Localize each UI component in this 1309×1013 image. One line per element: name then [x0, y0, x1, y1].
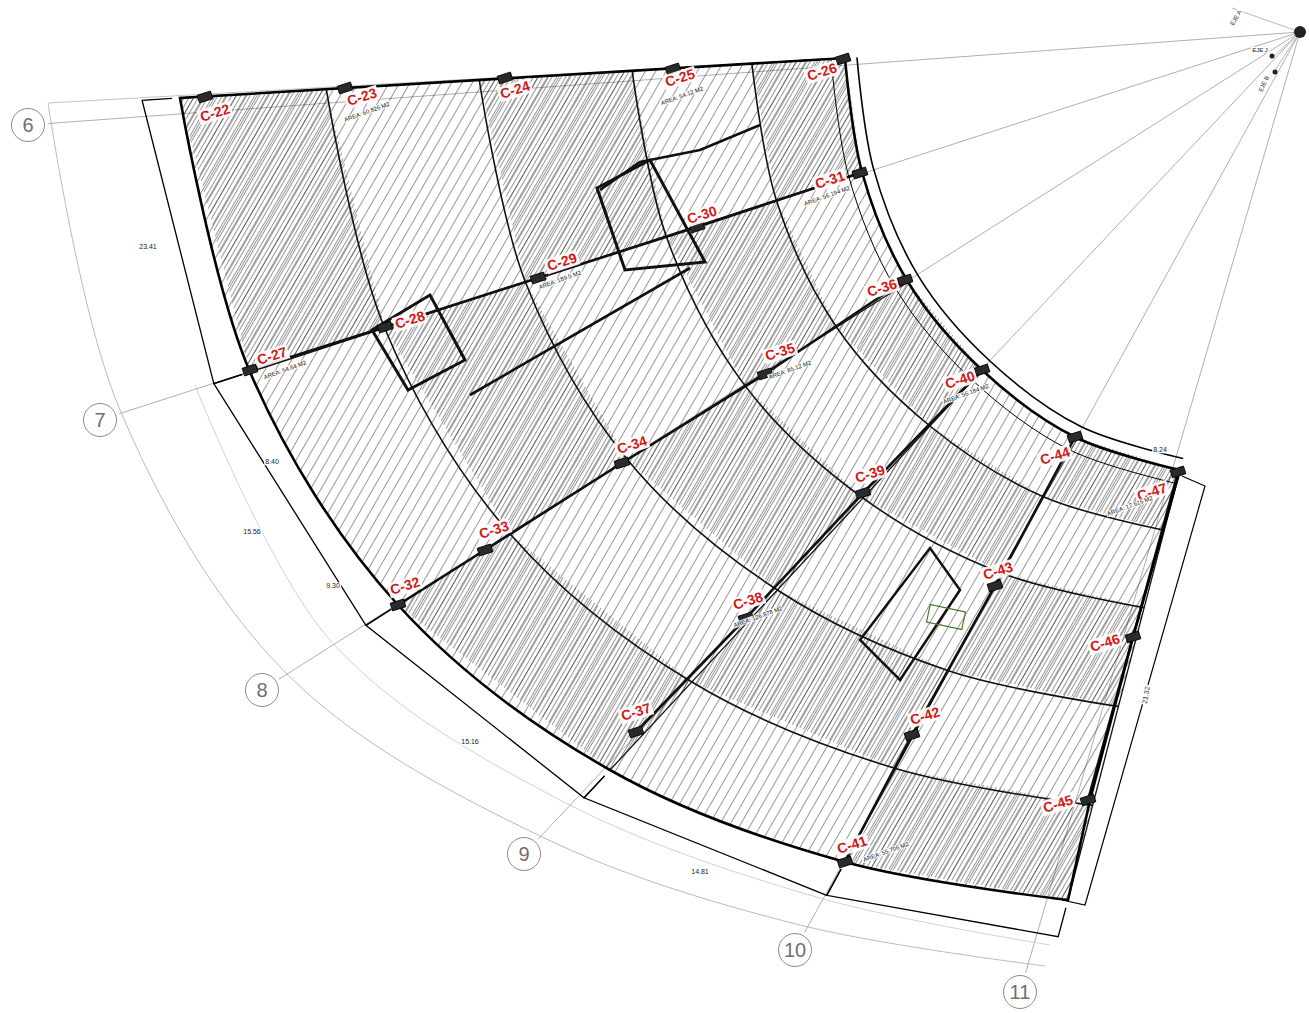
axis-point: [1270, 54, 1275, 59]
axis-bubble: 10: [778, 933, 812, 967]
dimension-label: 23.41: [138, 243, 158, 250]
axis-lines: [48, 8, 1300, 973]
dense-hatch: [837, 282, 982, 426]
beam-arcs: [326, 64, 1164, 806]
dimension-bracket: [142, 98, 242, 383]
dimension-label: 21.32: [1141, 685, 1152, 706]
axis-bubble: 11: [1003, 975, 1037, 1009]
column-symbol: [852, 167, 868, 179]
dense-hatch: [863, 426, 1043, 573]
dimension-label: 8.40: [264, 458, 280, 465]
dimension-bracket: [1062, 476, 1205, 905]
column-symbol: [628, 726, 644, 738]
slab-hatch: [180, 58, 1180, 900]
dimension-bracket: [584, 776, 841, 895]
axis-number: 10: [784, 940, 806, 960]
beam: [845, 437, 1075, 862]
column-symbol: [390, 599, 406, 611]
dimension-bracket: [214, 374, 391, 625]
axis-name: EJE A: [1229, 8, 1244, 27]
column-symbol: [497, 72, 513, 84]
dense-hatch-cells: [180, 58, 1180, 900]
dense-hatch: [845, 769, 1093, 901]
beam: [636, 370, 982, 732]
axis-bubble: 8: [245, 673, 279, 707]
beam-radial: [845, 437, 1075, 862]
beam: [398, 280, 905, 605]
axis-point: [1273, 70, 1278, 75]
axis-name: EJE J: [1251, 47, 1269, 53]
dimension-brackets: [142, 98, 1205, 936]
dimension-label: 14.81: [690, 868, 710, 875]
axis-bubble: 6: [11, 108, 45, 142]
dense-hatch: [479, 71, 666, 282]
facade-line: [857, 57, 1183, 458]
dense-hatch: [666, 200, 836, 385]
beam: [250, 173, 860, 370]
column-symbol: [987, 580, 1003, 592]
column-symbol: [377, 321, 393, 333]
axis-bubble: 9: [507, 837, 541, 871]
column-symbol: [837, 856, 853, 868]
dimension-bracket: [827, 869, 1066, 937]
beams: [250, 125, 1178, 862]
column-symbol: [242, 364, 258, 376]
axis-number: 6: [22, 115, 33, 135]
axis-line: [805, 32, 1300, 932]
axis-number: 11: [1010, 982, 1031, 1002]
beam: [600, 125, 760, 190]
axis-name: EJE B: [1257, 74, 1271, 94]
columns: [197, 53, 1186, 868]
column-symbol: [197, 91, 213, 103]
dense-hatch: [949, 573, 1145, 707]
shaft: [927, 604, 966, 629]
dimension-label: 15.56: [242, 528, 262, 535]
column-symbol: [1067, 431, 1083, 443]
axis-number: 7: [94, 410, 105, 430]
dimension-bracket: [366, 609, 605, 797]
column-symbol: [614, 457, 630, 469]
dimension-label: 8.24: [1152, 446, 1168, 453]
beam: [470, 268, 690, 395]
dense-hatch: [385, 282, 628, 534]
facade-line: [831, 59, 1176, 484]
origin-point: [1294, 26, 1306, 38]
column-symbol: [1125, 631, 1141, 643]
dimension-label: 15.16: [460, 738, 480, 745]
axis-number: 8: [256, 680, 267, 700]
beam-radials: [180, 58, 1180, 900]
beam-arc: [326, 89, 1092, 805]
column-symbol: [855, 487, 871, 499]
dense-hatch: [398, 534, 692, 770]
beam-arc: [752, 64, 1164, 531]
beam-arc: [479, 80, 1118, 707]
column-symbol: [904, 729, 920, 741]
beam-radial: [250, 172, 862, 372]
opening: [372, 295, 465, 390]
beam-radial: [610, 370, 982, 770]
column-symbol: [1170, 466, 1186, 478]
opening: [860, 548, 960, 680]
slab-outline: [180, 58, 1180, 900]
axis-line: [1275, 32, 1300, 70]
axis-number: 9: [518, 844, 529, 864]
column-symbol: [1080, 794, 1096, 806]
column-symbol: [477, 544, 493, 556]
dense-hatch: [752, 58, 862, 200]
beam-arc: [632, 71, 1144, 608]
column-symbol: [897, 274, 913, 286]
dimension-label: 9.30: [325, 582, 341, 589]
axis-bubble: 7: [83, 403, 117, 437]
dense-hatch: [180, 89, 385, 372]
beam-radial: [1068, 470, 1180, 900]
dense-hatch: [628, 385, 863, 590]
